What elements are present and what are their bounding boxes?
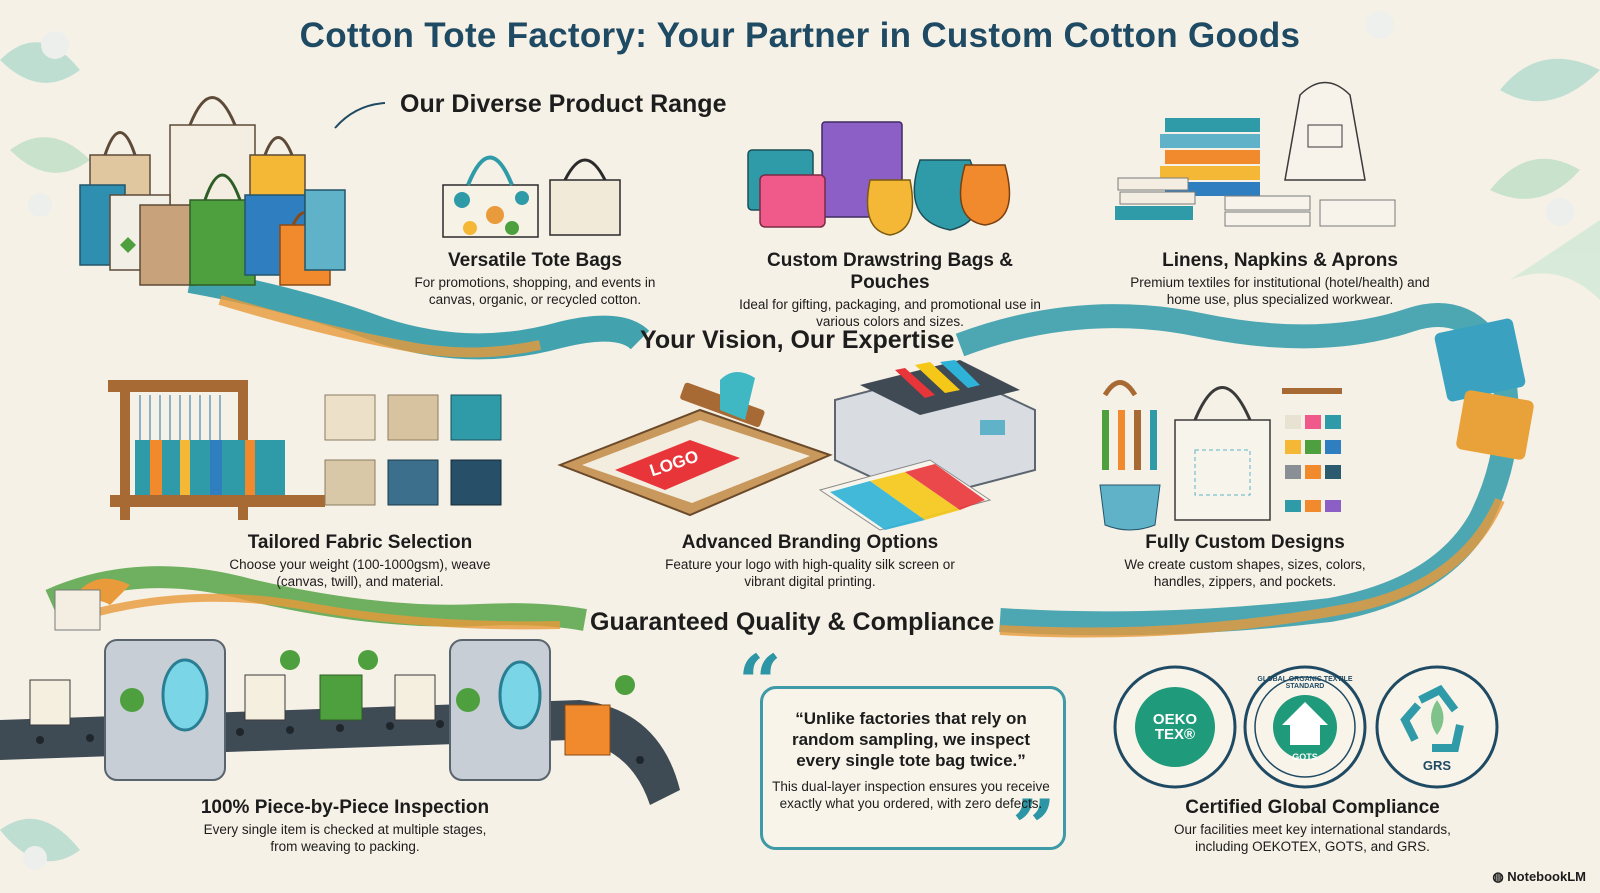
product-tote-bags: Versatile Tote Bags For promotions, shop… bbox=[395, 250, 675, 308]
gots-badge bbox=[1243, 665, 1367, 789]
expertise-branding: Advanced Branding Options Feature your l… bbox=[650, 532, 970, 590]
product-title: Linens, Napkins & Aprons bbox=[1162, 250, 1398, 271]
oeko-tex-badge bbox=[1113, 665, 1237, 789]
inspection-title: 100% Piece-by-Piece Inspection bbox=[200, 797, 490, 818]
leaf-decoration-right bbox=[1366, 11, 1600, 300]
product-linens: Linens, Napkins & Aprons Premium textile… bbox=[1115, 250, 1445, 308]
leaf-decoration-left bbox=[0, 31, 90, 217]
fabric-swatch-blue bbox=[1434, 318, 1526, 402]
oeko-tex-label: OEKO TEX® bbox=[1152, 711, 1198, 743]
brand-label: NotebookLM bbox=[1507, 869, 1586, 884]
product-desc: For promotions, shopping, and events in … bbox=[414, 275, 656, 307]
quote-subtext: This dual-layer inspection ensures you r… bbox=[772, 779, 1050, 811]
quote-box bbox=[760, 686, 1066, 850]
fabric-ribbon-bottom bbox=[45, 566, 587, 631]
expertise-title: Fully Custom Designs bbox=[1145, 532, 1345, 553]
product-title: Custom Drawstring Bags & Pouches bbox=[767, 250, 1013, 293]
fabric-ribbon-top bbox=[187, 267, 650, 360]
gots-ring-text: GLOBAL ORGANIC TEXTILE STANDARD bbox=[1257, 676, 1353, 690]
patterned-tote-illustration bbox=[442, 155, 621, 238]
custom-design-components-illustration bbox=[1099, 380, 1342, 531]
expertise-desc: Feature your logo with high-quality silk… bbox=[665, 557, 955, 589]
close-quote-icon: ” bbox=[1012, 783, 1056, 872]
section-heading-quality: Guaranteed Quality & Compliance bbox=[590, 608, 995, 636]
compliance-block: Certified Global Compliance Our faciliti… bbox=[1150, 797, 1475, 855]
silk-screen-illustration: LOGO bbox=[557, 371, 833, 517]
fabric-swatches-grid bbox=[324, 394, 502, 506]
expertise-desc: We create custom shapes, sizes, colors, … bbox=[1124, 557, 1366, 589]
inspection-block: 100% Piece-by-Piece Inspection Every sin… bbox=[195, 797, 495, 855]
expertise-title: Advanced Branding Options bbox=[681, 532, 939, 553]
quote-text: “Unlike factories that rely on random sa… bbox=[791, 709, 1031, 770]
grs-badge bbox=[1375, 665, 1499, 789]
section-heading-products: Our Diverse Product Range bbox=[400, 90, 727, 118]
expertise-desc: Choose your weight (100-1000gsm), weave … bbox=[229, 557, 491, 589]
drawstring-bags-illustration bbox=[747, 121, 1011, 236]
linens-illustration bbox=[1115, 81, 1396, 227]
open-quote-icon: “ bbox=[738, 638, 782, 727]
product-drawstring-bags: Custom Drawstring Bags & Pouches Ideal f… bbox=[725, 250, 1055, 330]
compliance-desc: Our facilities meet key international st… bbox=[1174, 822, 1451, 854]
grs-label: GRS bbox=[1422, 758, 1452, 773]
notebooklm-logo-icon: ◍ bbox=[1492, 869, 1504, 884]
compliance-title: Certified Global Compliance bbox=[1185, 797, 1440, 818]
leaf-decoration-bottom-left bbox=[0, 818, 80, 870]
brand-footer: ◍ NotebookLM bbox=[1492, 869, 1586, 885]
page-title: Cotton Tote Factory: Your Partner in Cus… bbox=[299, 16, 1301, 55]
product-title: Versatile Tote Bags bbox=[448, 250, 622, 271]
section-heading-expertise: Your Vision, Our Expertise bbox=[640, 326, 955, 354]
loom-illustration bbox=[108, 380, 325, 520]
tote-pile-illustration bbox=[79, 96, 346, 286]
inspection-conveyor-illustration bbox=[0, 578, 680, 805]
expertise-fabric-selection: Tailored Fabric Selection Choose your we… bbox=[225, 532, 495, 590]
product-desc: Premium textiles for institutional (hote… bbox=[1130, 275, 1430, 307]
expertise-title: Tailored Fabric Selection bbox=[247, 532, 473, 553]
inspection-desc: Every single item is checked at multiple… bbox=[203, 822, 487, 854]
pointer-arrow bbox=[334, 102, 386, 129]
expertise-custom-designs: Fully Custom Designs We create custom sh… bbox=[1110, 532, 1380, 590]
product-desc: Ideal for gifting, packaging, and promot… bbox=[739, 297, 1041, 329]
gots-label: GOTS bbox=[1292, 752, 1318, 762]
digital-printer-illustration bbox=[818, 360, 1036, 531]
fabric-swatch-orange bbox=[1456, 390, 1534, 460]
